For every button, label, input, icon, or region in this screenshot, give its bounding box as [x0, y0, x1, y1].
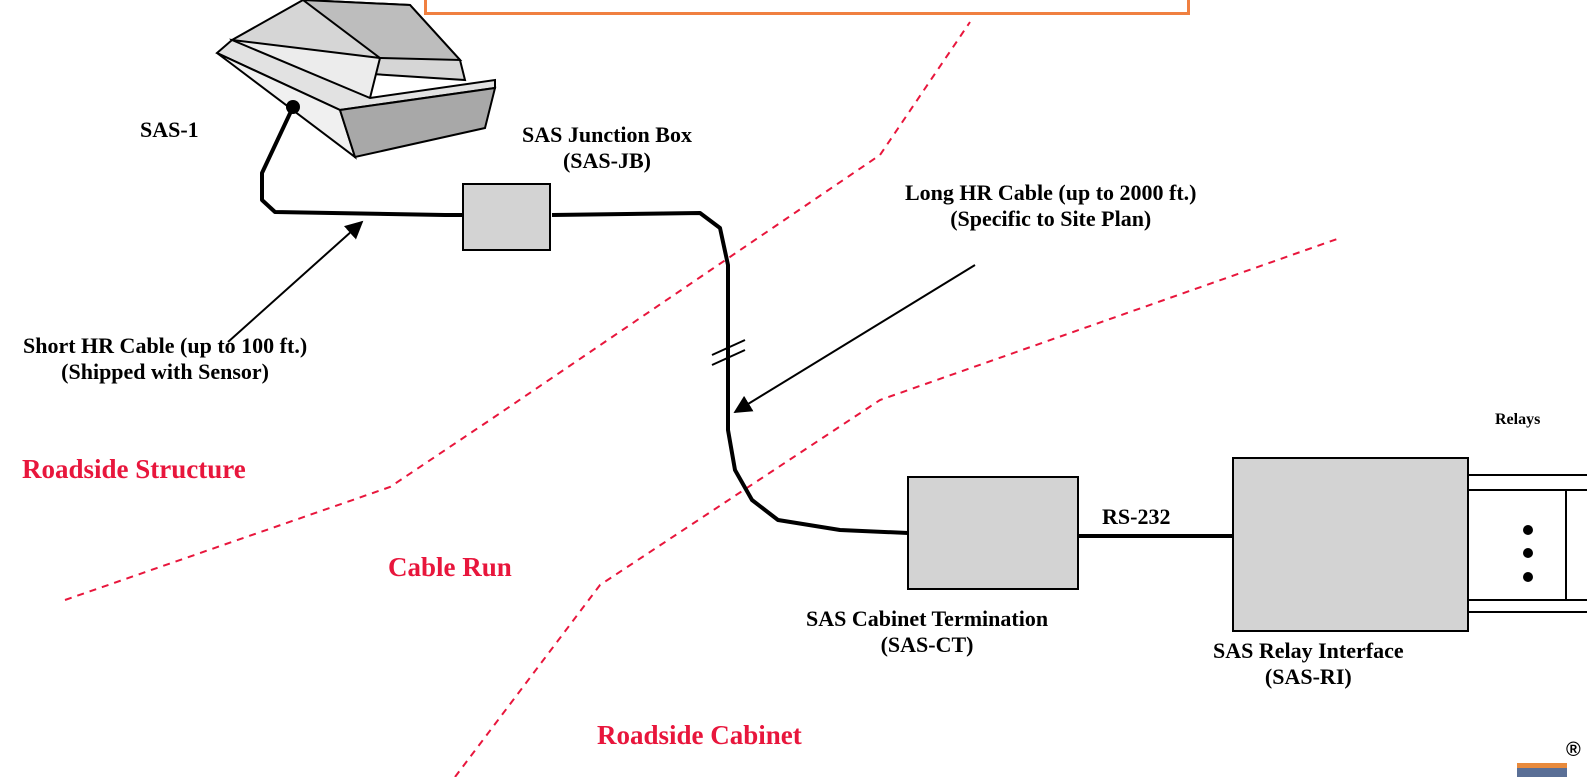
junction-box-code: (SAS-JB): [562, 148, 651, 174]
cable-break-mark: [711, 339, 746, 356]
long-cable-callout-arrow: [733, 264, 976, 413]
sas-relay-interface: [1232, 457, 1469, 632]
brand-logo: [1517, 763, 1567, 777]
long-hr-cable: [551, 211, 909, 535]
cable-break-mark: [711, 349, 746, 366]
sas-cabinet-termination: [907, 476, 1079, 590]
top-banner-text: (… …): [427, 0, 1187, 2]
top-banner: (… …): [424, 0, 1190, 15]
junction-box-name: SAS Junction Box: [522, 122, 692, 147]
relay-interface-label: SAS Relay Interface (SAS-RI): [1213, 638, 1404, 691]
relays-label: Relays: [1495, 411, 1541, 428]
relay-continuation-dots: [1523, 525, 1533, 582]
zone-label-roadside-cabinet: Roadside Cabinet: [597, 720, 802, 750]
relay-interface-code: (SAS-RI): [1264, 664, 1352, 690]
sas-1-sensor: [215, 0, 497, 160]
relay-interface-name: SAS Relay Interface: [1213, 638, 1404, 663]
short-cable-callout-arrow: [227, 220, 364, 343]
short-cable-name: Short HR Cable (up to 100 ft.): [23, 333, 308, 358]
short-cable-note: (Shipped with Sensor): [61, 359, 269, 385]
cabinet-termination-label: SAS Cabinet Termination (SAS-CT): [806, 606, 1048, 659]
long-cable-label: Long HR Cable (up to 2000 ft.) (Specific…: [905, 180, 1197, 233]
zone-label-roadside-structure: Roadside Structure: [22, 454, 246, 484]
cabinet-termination-name: SAS Cabinet Termination: [806, 606, 1049, 631]
zone-boundary-structure: [64, 21, 971, 601]
short-hr-cable: [260, 106, 462, 217]
rs-232-label: RS-232: [1102, 504, 1171, 529]
short-cable-label: Short HR Cable (up to 100 ft.) (Shipped …: [23, 333, 307, 386]
registered-mark: ®: [1566, 739, 1581, 761]
junction-box-label: SAS Junction Box (SAS-JB): [522, 122, 692, 175]
long-cable-note: (Specific to Site Plan): [950, 206, 1152, 232]
zone-label-cable-run: Cable Run: [388, 552, 512, 582]
sas-junction-box: [462, 183, 551, 251]
sas-1-label: SAS-1: [140, 117, 199, 142]
long-cable-name: Long HR Cable (up to 2000 ft.): [905, 180, 1197, 205]
zone-boundary-cabinet: [454, 237, 1341, 777]
relay-outputs: [1468, 474, 1587, 613]
cabinet-termination-code: (SAS-CT): [880, 632, 974, 658]
